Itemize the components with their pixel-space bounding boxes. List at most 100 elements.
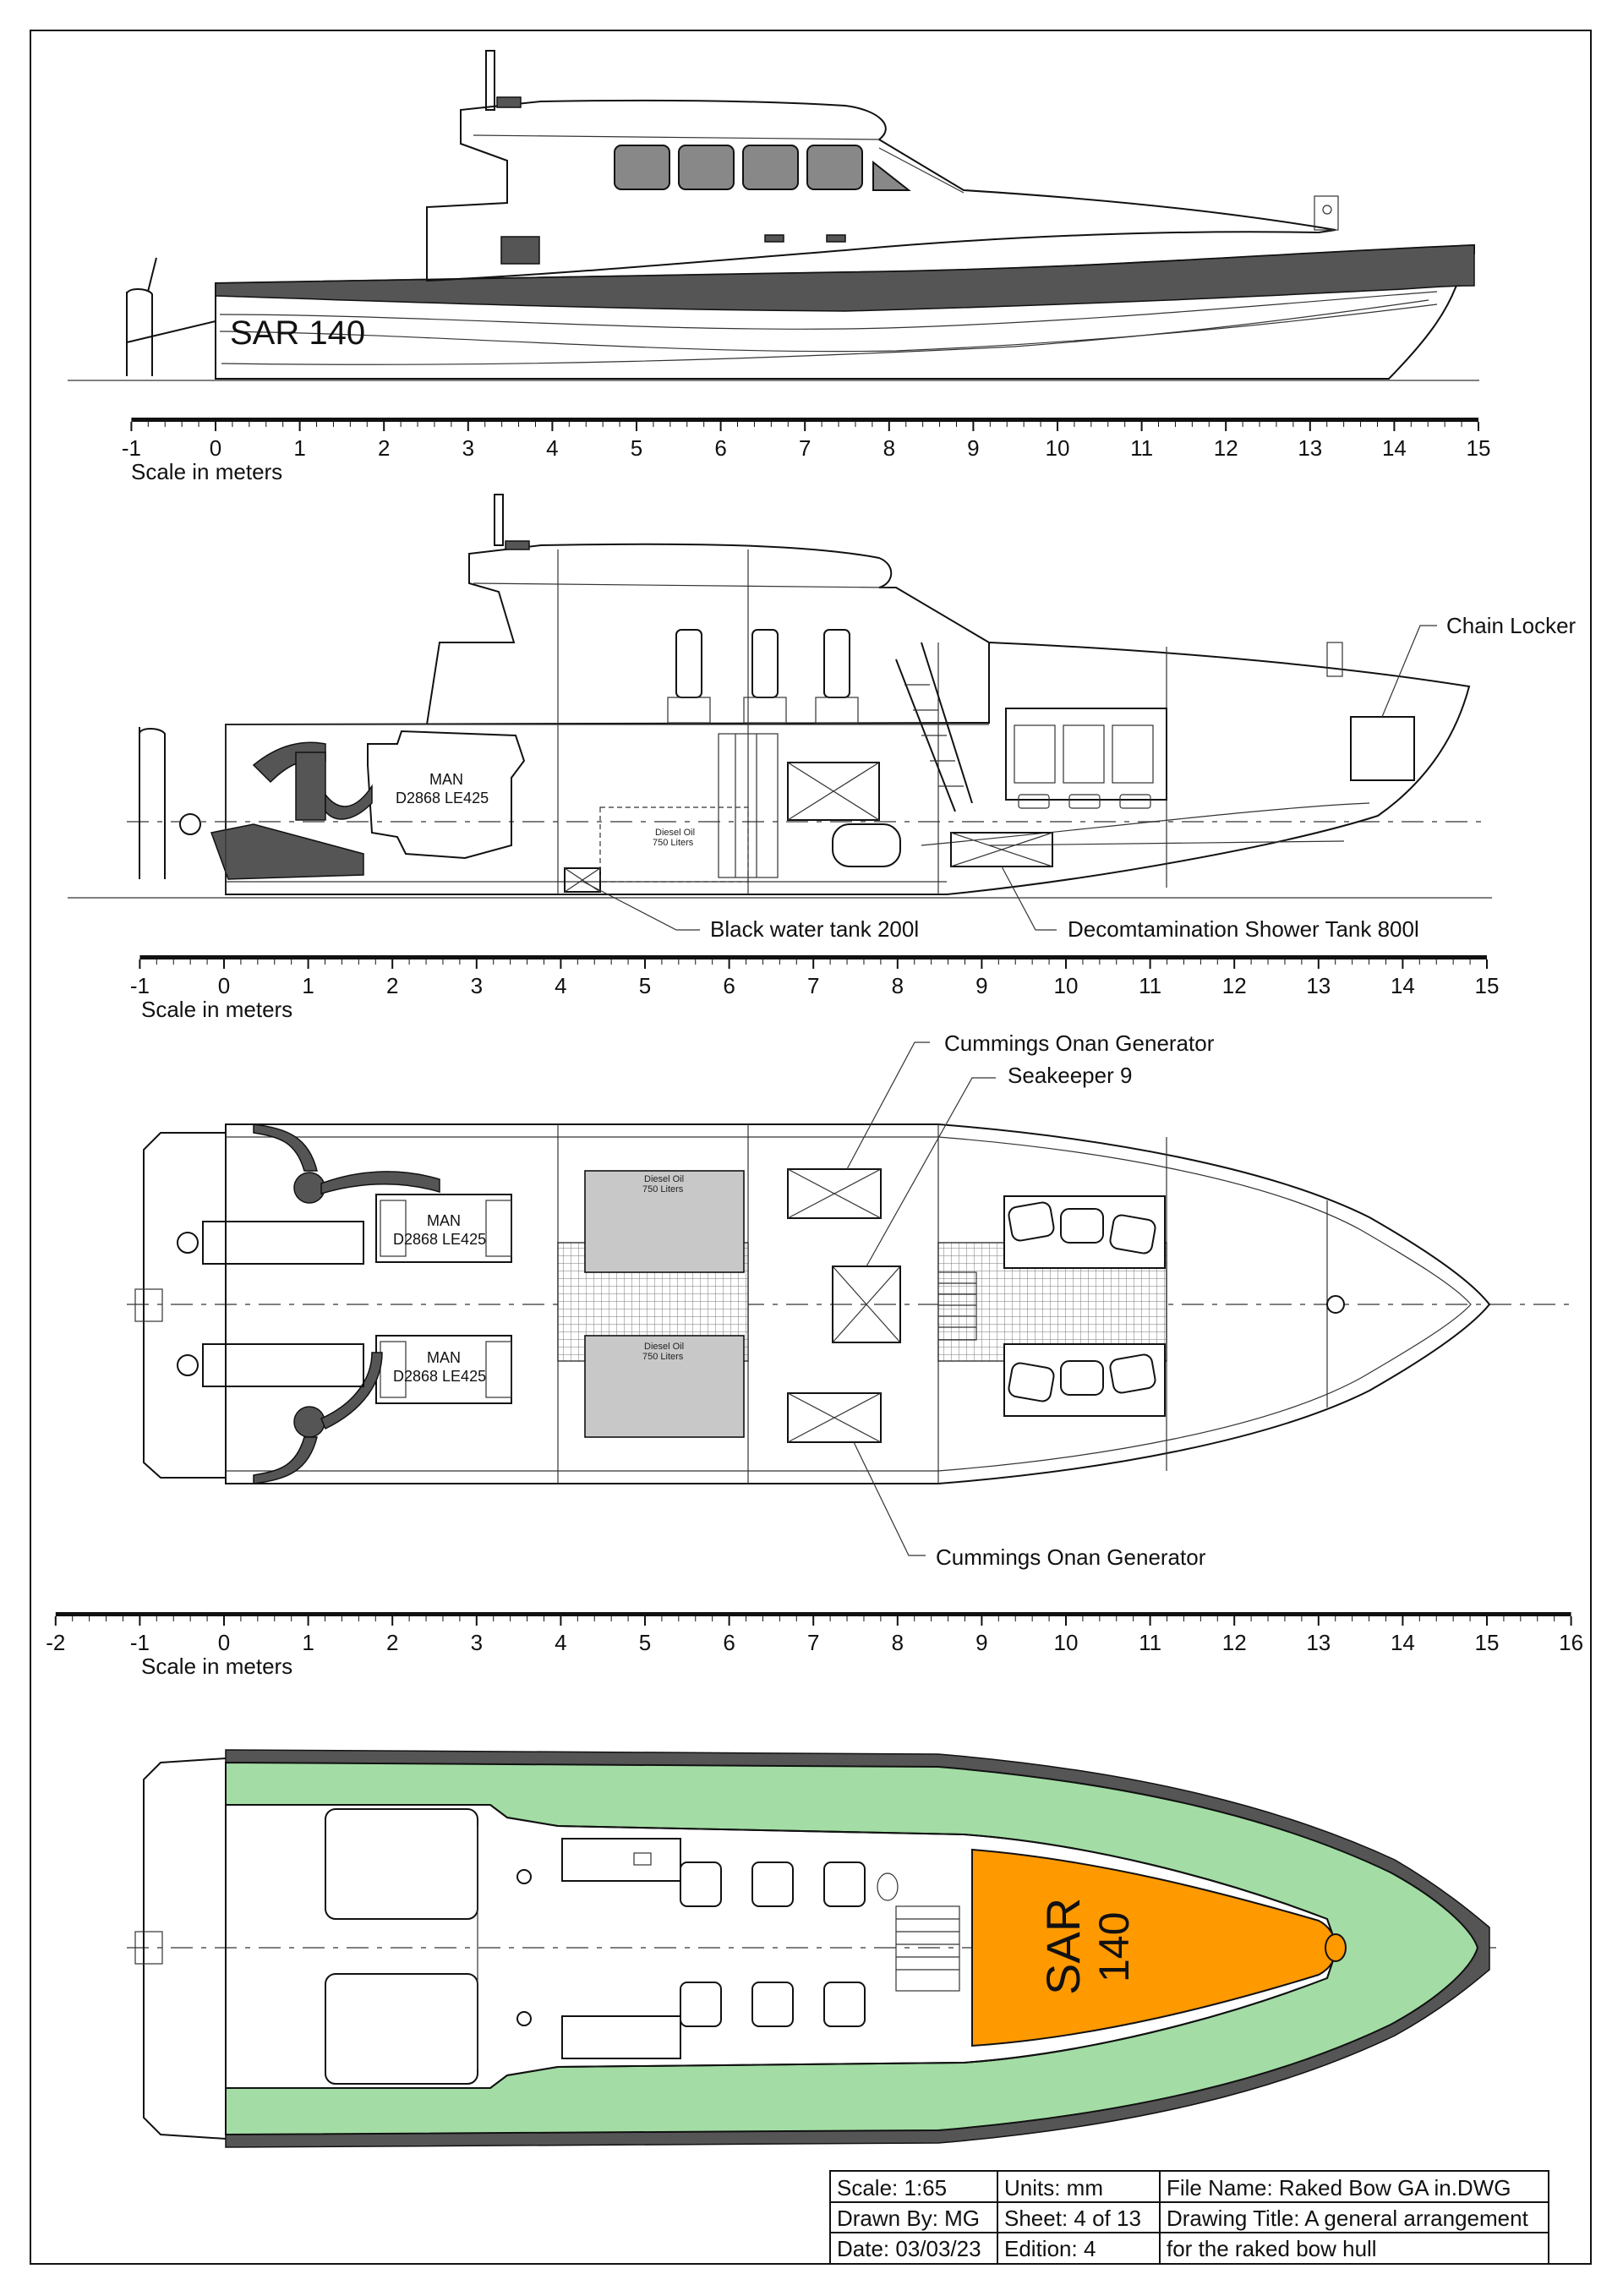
- scale-label-c: Scale in meters: [141, 1654, 292, 1679]
- scale-tick-label: 9: [975, 1630, 987, 1655]
- scale-label-b: Scale in meters: [141, 997, 292, 1022]
- scale-tick-label: 8: [892, 1630, 904, 1655]
- callout-chain-locker: Chain Locker: [1446, 613, 1577, 638]
- scale-tick-label: 2: [386, 973, 398, 998]
- scale-tick-label: 1: [302, 973, 314, 998]
- scale-tick-label: 14: [1391, 973, 1415, 998]
- title-scale: Scale: 1:65: [837, 2175, 947, 2200]
- section-seats: [667, 629, 859, 724]
- scale-tick-label: -2: [46, 1630, 65, 1655]
- scale-tick-label: 3: [471, 1630, 483, 1655]
- scale-tick-label: 13: [1298, 435, 1322, 461]
- scale-tick-label: 15: [1475, 973, 1500, 998]
- section-view: Diesel Oil 750 Liters MAN D2868 LE425: [68, 494, 1492, 899]
- profile-window: [872, 160, 911, 191]
- svg-text:Diesel Oil: Diesel Oil: [655, 828, 695, 838]
- scale-tick-label: 12: [1222, 1630, 1247, 1655]
- scale-tick-label: 3: [462, 435, 474, 461]
- scale-tick-label: -1: [130, 973, 150, 998]
- scale-tick-label: 12: [1214, 435, 1238, 461]
- profile-window: [806, 145, 863, 190]
- svg-text:750 Liters: 750 Liters: [653, 838, 694, 848]
- scale-tick-label: 0: [218, 1630, 230, 1655]
- title-units: Units: mm: [1004, 2175, 1103, 2200]
- scale-tick-label: 7: [799, 435, 811, 461]
- plan-callouts: Cummings Onan Generator Seakeeper 9 Cumm…: [846, 1030, 1215, 1570]
- section-callouts: Chain Locker Black water tank 200l Decom…: [582, 613, 1577, 942]
- scale-tick-label: 8: [892, 973, 904, 998]
- callout-decon-tank: Decomtamination Shower Tank 800l: [1068, 916, 1419, 942]
- title-drawing-title: Drawing Title: A general arrangement: [1167, 2206, 1529, 2231]
- deck-seats: [680, 1861, 866, 2027]
- scale-tick-label: 4: [555, 973, 566, 998]
- section-engine-label: D2868 LE425: [396, 790, 489, 806]
- scale-tick-label: 12: [1222, 973, 1247, 998]
- scale-tick-label: 15: [1467, 435, 1491, 461]
- profile-window: [678, 145, 735, 190]
- scale-tick-label: 1: [293, 435, 305, 461]
- plan-engine-label: D2868 LE425: [393, 1368, 486, 1385]
- scale-tick-label: 8: [883, 435, 895, 461]
- scale-tick-label: 7: [807, 973, 819, 998]
- scale-bar-line: [131, 418, 1478, 422]
- title-date: Date: 03/03/23: [837, 2236, 981, 2261]
- scale-bar-line: [55, 1612, 1571, 1616]
- plan-hull: [225, 1123, 1491, 1484]
- svg-text:Diesel Oil: Diesel Oil: [644, 1174, 684, 1184]
- plan-view: Diesel Oil 750 Liters Diesel Oil 750 Lit…: [127, 1123, 1572, 1484]
- title-file-name: File Name: Raked Bow GA in.DWG: [1167, 2175, 1511, 2200]
- scale-label-a: Scale in meters: [131, 459, 282, 484]
- deck-label: SAR: [1036, 1898, 1090, 1995]
- scale-tick-label: 16: [1559, 1630, 1583, 1655]
- profile-window: [742, 145, 799, 190]
- svg-text:Diesel Oil: Diesel Oil: [644, 1342, 684, 1352]
- scale-tick-label: 3: [471, 973, 483, 998]
- section-hull: [225, 641, 1471, 895]
- scale-tick-label: 6: [714, 435, 726, 461]
- scale-tick-label: 0: [218, 973, 230, 998]
- scale-tick-label: 11: [1139, 973, 1161, 998]
- scale-tick-label: 4: [555, 1630, 566, 1655]
- scale-tick-label: 11: [1130, 435, 1153, 461]
- profile-fender: [215, 244, 1475, 312]
- sheet-border: [30, 30, 1592, 2265]
- deck-hatch: [325, 1808, 478, 1920]
- section-engine-label: MAN: [429, 771, 463, 788]
- deck-label: 140: [1090, 1912, 1138, 1982]
- profile-hull-label: SAR 140: [230, 314, 365, 352]
- scale-tick-label: -1: [122, 435, 141, 461]
- scale-tick-label: 6: [723, 973, 735, 998]
- profile-superstructure: [426, 99, 1336, 282]
- scale-tick-label: 13: [1306, 1630, 1331, 1655]
- title-sheet: Sheet: 4 of 13: [1004, 2206, 1141, 2231]
- scale-tick-label: 15: [1475, 1630, 1500, 1655]
- scale-tick-label: 10: [1054, 1630, 1079, 1655]
- scale-tick-label: 14: [1382, 435, 1407, 461]
- scale-tick-label: 5: [639, 1630, 651, 1655]
- scale-bar-line: [139, 955, 1487, 959]
- callout-generator-bottom: Cummings Onan Generator: [936, 1544, 1206, 1570]
- title-edition: Edition: 4: [1004, 2236, 1096, 2261]
- scale-tick-label: 10: [1054, 973, 1079, 998]
- plan-diesel-tank: [584, 1170, 745, 1273]
- plan-engine-label: MAN: [427, 1212, 461, 1229]
- scale-tick-label: 4: [546, 435, 558, 461]
- scale-tick-label: 1: [302, 1630, 314, 1655]
- plan-generator-top: [787, 1168, 882, 1219]
- scale-tick-label: 9: [975, 973, 987, 998]
- svg-text:750 Liters: 750 Liters: [642, 1352, 684, 1362]
- scale-tick-label: 0: [210, 435, 221, 461]
- plan-seats: [1003, 1195, 1166, 1417]
- scale-tick-label: 5: [631, 435, 642, 461]
- scale-tick-label: 7: [807, 1630, 819, 1655]
- section-engine: [367, 730, 526, 860]
- scale-tick-label: -1: [130, 1630, 150, 1655]
- callout-generator-top: Cummings Onan Generator: [944, 1030, 1215, 1056]
- plan-diesel-tank: [584, 1335, 745, 1438]
- title-block: Scale: 1:65 Units: mm File Name: Raked B…: [829, 2170, 1549, 2265]
- scale-tick-label: 11: [1139, 1630, 1161, 1655]
